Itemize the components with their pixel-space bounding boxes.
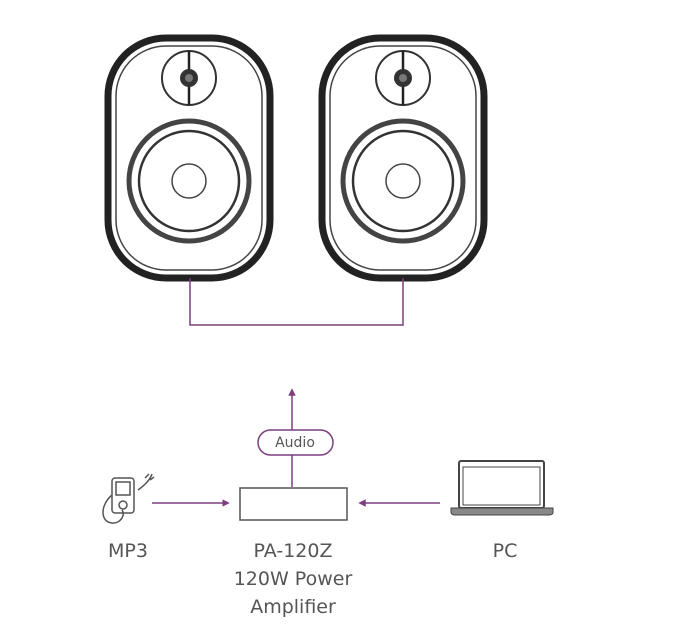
pc-label: PC [493, 540, 518, 562]
audio-signal-label: Audio [257, 429, 334, 456]
svg-text:Audio: Audio [275, 435, 315, 451]
amplifier-box [239, 487, 348, 521]
amplifier-model-label: PA-120Z [254, 540, 333, 562]
mp3-player-icon [102, 473, 155, 524]
speaker-right-icon [322, 38, 484, 278]
speaker-left-icon [108, 38, 270, 278]
mp3-label: MP3 [108, 540, 148, 562]
speaker-wires [152, 278, 440, 507]
amplifier-desc-line2: Amplifier [250, 596, 336, 618]
amplifier-desc-line1: 120W Power [234, 568, 353, 590]
laptop-icon [450, 460, 554, 516]
